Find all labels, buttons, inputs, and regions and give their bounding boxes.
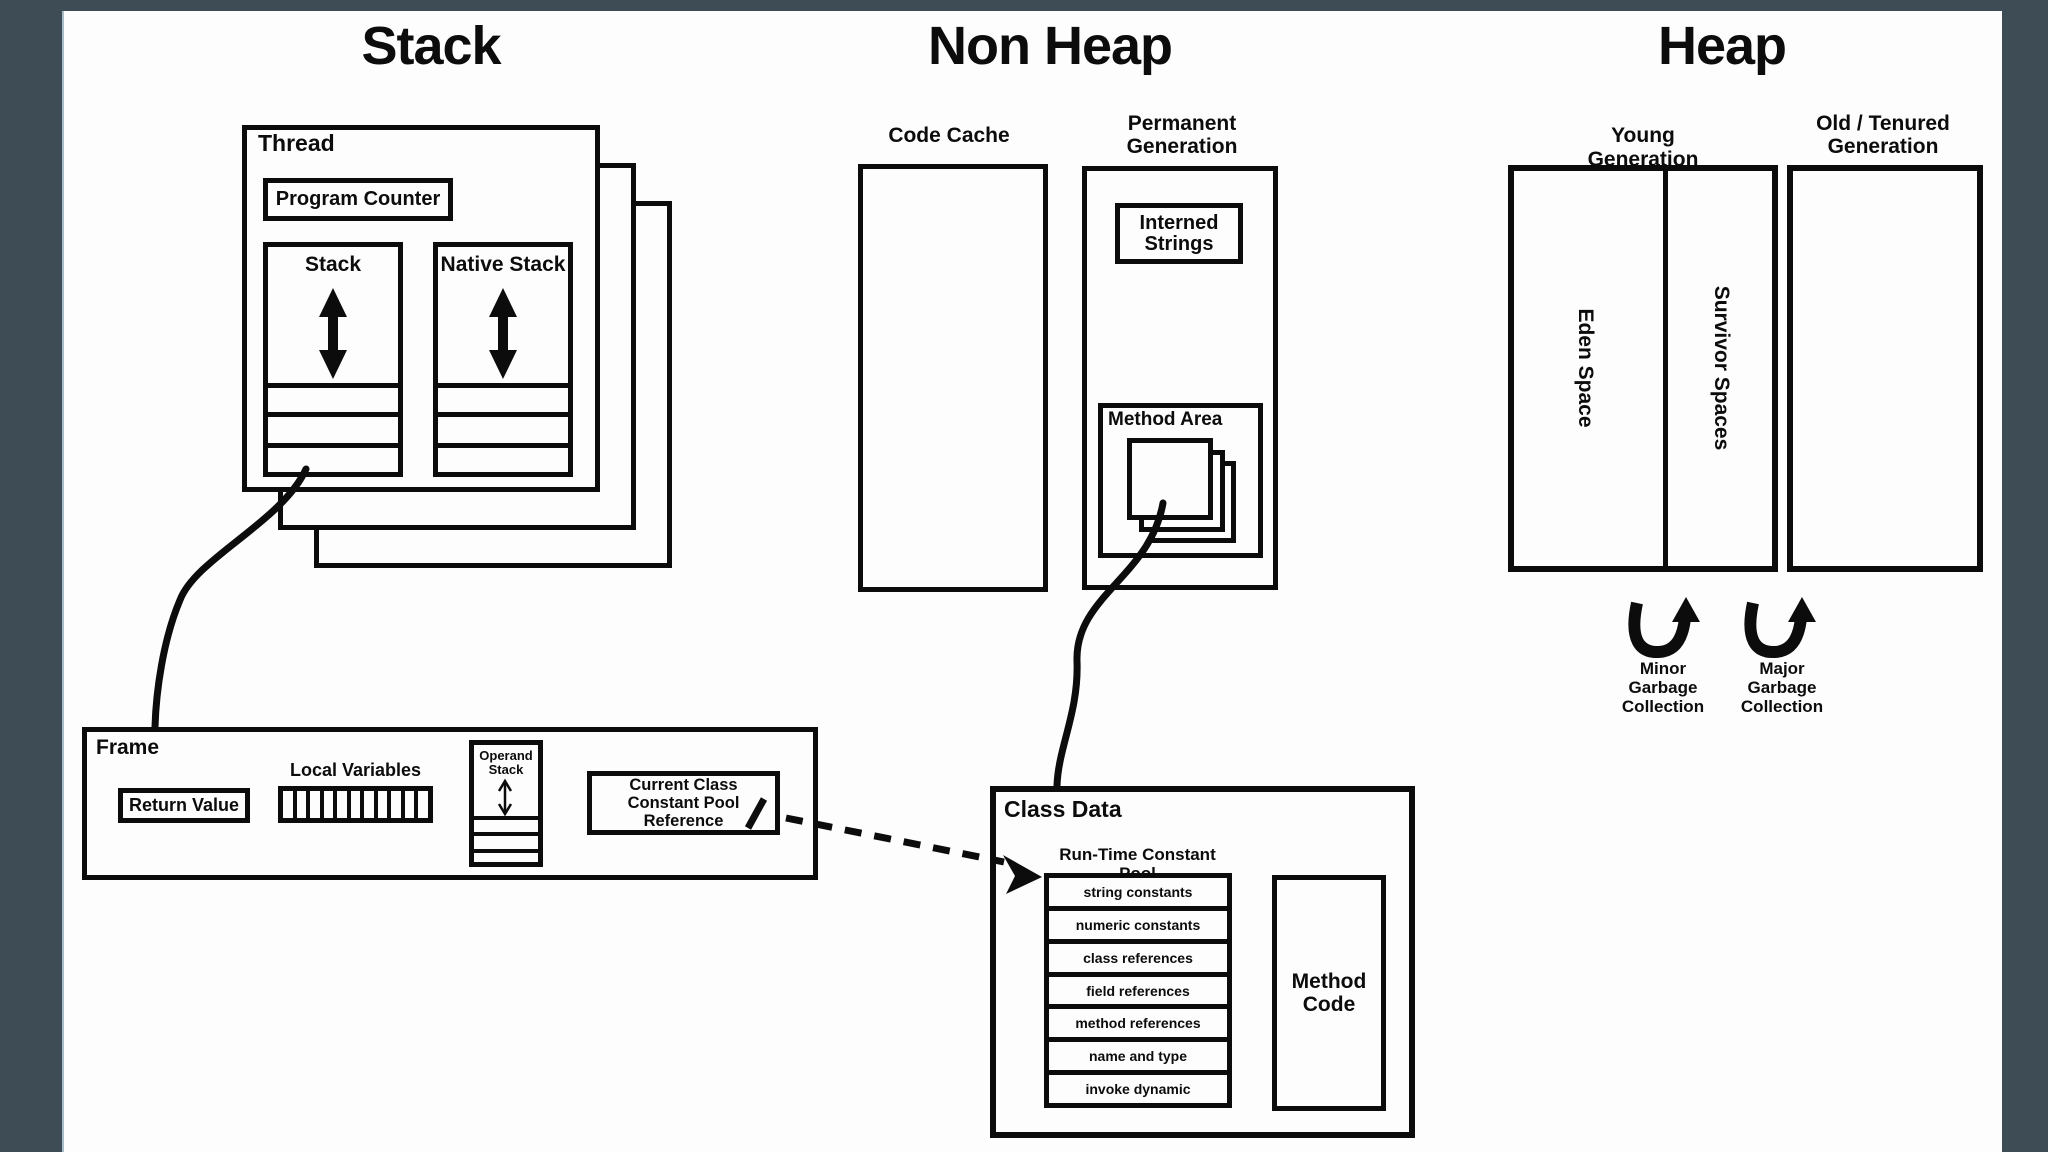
return-value-box: Return Value [118, 788, 250, 823]
program-counter-box: Program Counter [263, 178, 453, 221]
stack-slot-divider [438, 383, 568, 388]
eden-space-label: Eden Space [1574, 308, 1597, 428]
operand-slot-divider [474, 816, 538, 820]
section-title-non-heap: Non Heap [927, 16, 1173, 76]
thread-label: Thread [258, 130, 335, 156]
stack-slot-divider [268, 412, 398, 417]
young-generation-label: Young Generation [1587, 124, 1699, 171]
local-variable-cell [310, 791, 324, 818]
thread-stack-box: Stack [263, 242, 403, 477]
operand-slot-divider [474, 832, 538, 836]
stack-slot-divider [268, 383, 398, 388]
constant-pool-row: numeric constants [1049, 905, 1227, 939]
local-variable-cell [324, 791, 338, 818]
stack-slot-divider [438, 412, 568, 417]
old-tenured-generation-label: Old / Tenured Generation [1816, 112, 1950, 158]
code-cache-label: Code Cache [888, 124, 1010, 147]
native-stack-box: Native Stack [433, 242, 573, 477]
constant-pool-row: method references [1049, 1004, 1227, 1037]
operand-stack-label: Operand Stack [479, 748, 533, 777]
local-variable-cell [364, 791, 378, 818]
local-variable-cell [351, 791, 365, 818]
constant-pool-row: invoke dynamic [1049, 1070, 1227, 1103]
permanent-generation-label: Permanent Generation [1126, 112, 1238, 158]
method-code-box: Method Code [1272, 875, 1386, 1111]
local-variables-cells [278, 786, 433, 823]
local-variable-cell [337, 791, 351, 818]
local-variable-cell [297, 791, 311, 818]
constant-pool-row: name and type [1049, 1037, 1227, 1070]
young-generation-box [1508, 165, 1778, 572]
current-class-constant-pool-reference-box: Current Class Constant Pool Reference [587, 771, 780, 835]
class-card [1127, 438, 1213, 520]
frame-label: Frame [96, 736, 160, 759]
survivor-spaces-label: Survivor Spaces [1710, 285, 1733, 451]
constant-pool-row: string constants [1083, 883, 1193, 900]
section-title-stack: Stack [361, 16, 501, 76]
local-variable-cell [391, 791, 405, 818]
operand-slot-divider [474, 849, 538, 853]
old-tenured-generation-box [1787, 165, 1983, 572]
section-title-heap: Heap [1657, 16, 1787, 76]
local-variable-cell [283, 791, 297, 818]
thread-stack-label: Stack [304, 253, 362, 276]
stack-slot-divider [438, 443, 568, 448]
method-area-label: Method Area [1108, 409, 1223, 430]
major-gc-label: Major Garbage Collection [1740, 659, 1824, 716]
eden-survivor-divider [1663, 171, 1668, 566]
minor-gc-label: Minor Garbage Collection [1621, 659, 1705, 716]
operand-stack-box: Operand Stack [469, 740, 543, 867]
local-variable-cell [405, 791, 419, 818]
local-variable-cell [378, 791, 392, 818]
stack-slot-divider [268, 443, 398, 448]
interned-strings-box: Interned Strings [1115, 203, 1243, 264]
constant-pool-row: class references [1049, 938, 1227, 972]
constant-pool-row: field references [1049, 971, 1227, 1005]
local-variables-label: Local Variables [289, 760, 422, 780]
class-data-label: Class Data [1004, 796, 1122, 822]
native-stack-label: Native Stack [440, 253, 566, 276]
runtime-constant-pool-table: string constants numeric constants class… [1044, 873, 1232, 1108]
code-cache-box [858, 164, 1048, 592]
local-variable-cell [418, 791, 428, 818]
